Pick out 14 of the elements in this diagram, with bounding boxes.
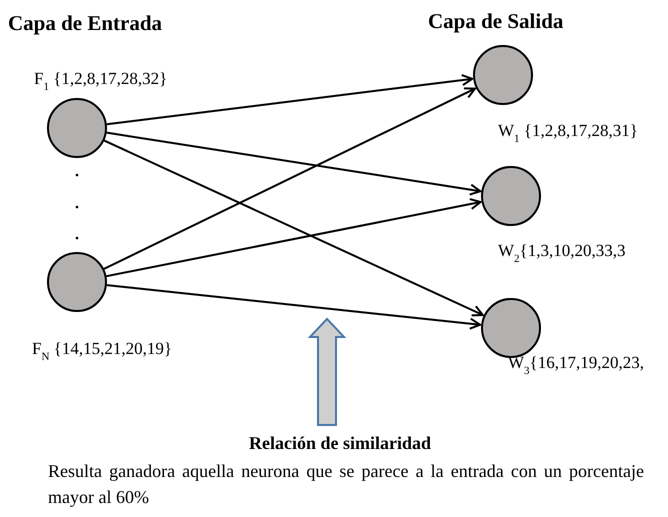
vector-label: W$_{1}$ {1,2,8,17,28,31}	[498, 120, 638, 144]
layer-title: Capa de Entrada	[8, 10, 162, 37]
caption-heading: Relación de similaridad	[248, 432, 432, 455]
arrow	[104, 140, 484, 316]
arrow	[106, 198, 482, 278]
layer-title: Capa de Salida	[428, 8, 564, 35]
arrow	[106, 132, 482, 196]
vector-label: W$_{2}${1,3,10,20,33,3	[498, 240, 626, 264]
vector-label: F$_{1}$ {1,2,8,17,28,32}	[34, 68, 168, 92]
arrow	[106, 74, 474, 126]
caption-text: Resulta ganadora aquella neurona que se parece a la entrada con un porcentaje mayor al 60%	[48, 460, 644, 509]
arrow	[104, 87, 476, 270]
arrow	[106, 284, 482, 330]
vector-label: F$_{N}$ {14,15,21,20,19}	[32, 338, 172, 362]
